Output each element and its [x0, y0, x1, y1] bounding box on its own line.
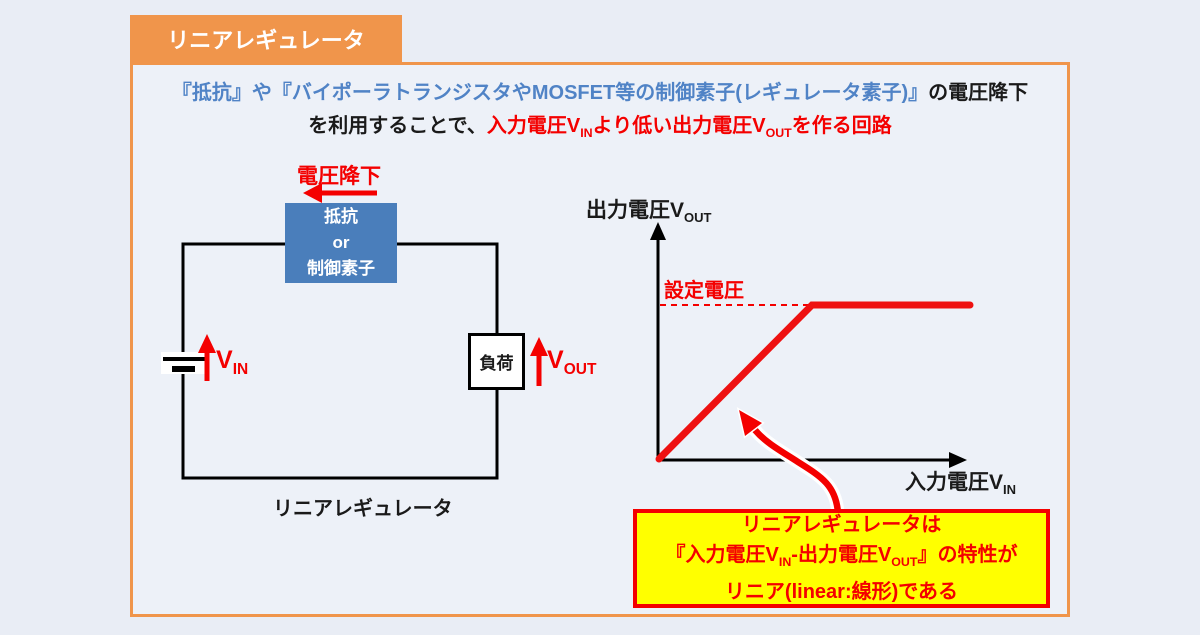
element-box-line2: or: [332, 233, 350, 252]
vout-arrow-icon: [530, 337, 548, 386]
heading-line2-red3: を作る回路: [791, 115, 892, 137]
heading-line1: 『抵抗』や『バイポーラトランジスタやMOSFET等の制御素子(レギュレータ素子)…: [140, 77, 1060, 110]
callout-pointer-arrow-icon: [736, 407, 845, 520]
y-axis-label-text: 出力電圧V: [586, 199, 685, 222]
y-axis: [650, 222, 666, 460]
y-axis-label-subscript: OUT: [684, 210, 712, 226]
regulator-element-box: 抵抗 or 制御素子: [285, 203, 397, 283]
page-title: リニアレギュレータ: [167, 28, 365, 53]
heading: 『抵抗』や『バイポーラトランジスタやMOSFET等の制御素子(レギュレータ素子)…: [140, 77, 1060, 150]
callout-line2-sub-out: OUT: [891, 555, 918, 569]
set-voltage-label: 設定電圧: [664, 280, 744, 302]
vin-symbol: V: [216, 346, 233, 374]
title-tab: リニアレギュレータ: [130, 15, 402, 63]
heading-line2-red1: 入力電圧V: [486, 115, 581, 137]
vin-arrow-icon: [198, 334, 216, 381]
vout-subscript: OUT: [563, 361, 597, 378]
heading-line1-rest: の電圧降下: [928, 82, 1029, 104]
vin-subscript: IN: [232, 361, 249, 378]
callout-line2: 『入力電圧VIN-出力電圧VOUT』の特性が: [637, 540, 1046, 577]
heading-line2: を利用することで、入力電圧VINより低い出力電圧VOUTを作る回路: [140, 110, 1060, 150]
element-box-line1: 抵抗: [324, 207, 358, 226]
x-axis-label-text: 入力電圧V: [905, 471, 1004, 494]
voltage-drop-label: 電圧降下: [297, 165, 381, 188]
x-axis-label: 入力電圧VIN: [905, 466, 1016, 497]
voltage-drop-arrow-icon: [303, 183, 377, 203]
load-label: 負荷: [479, 354, 514, 373]
load-box: 負荷: [468, 333, 525, 390]
callout-line2-part3: 』の特性が: [917, 544, 1018, 566]
callout-line2-part1: 『入力電圧V: [665, 544, 779, 566]
heading-line1-quoted: 『抵抗』や『バイポーラトランジスタやMOSFET等の制御素子(レギュレータ素子)…: [171, 82, 929, 104]
callout-box: リニアレギュレータは 『入力電圧VIN-出力電圧VOUT』の特性が リニア(li…: [633, 509, 1050, 608]
callout-line3: リニア(linear:線形)である: [724, 581, 959, 603]
callout-line1: リニアレギュレータは: [741, 514, 942, 536]
vout-label: VOUT: [547, 346, 596, 379]
x-axis-label-subscript: IN: [1003, 482, 1017, 498]
vin-vout-curve: [655, 301, 974, 463]
heading-line2-sub-in: IN: [580, 126, 593, 140]
y-axis-label: 出力電圧VOUT: [586, 194, 712, 225]
vout-symbol: V: [547, 346, 564, 374]
heading-line2-sub-out: OUT: [765, 126, 792, 140]
element-box-line3: 制御素子: [307, 259, 375, 278]
heading-line2-intro: を利用することで、: [308, 115, 487, 137]
vin-label: VIN: [216, 346, 248, 379]
battery-icon: [161, 352, 207, 374]
heading-line2-red2: より低い出力電圧V: [592, 115, 766, 137]
callout-line2-part2: -出力電圧V: [791, 544, 892, 566]
callout-line2-sub-in: IN: [778, 555, 792, 569]
circuit-caption: リニアレギュレータ: [273, 498, 453, 520]
